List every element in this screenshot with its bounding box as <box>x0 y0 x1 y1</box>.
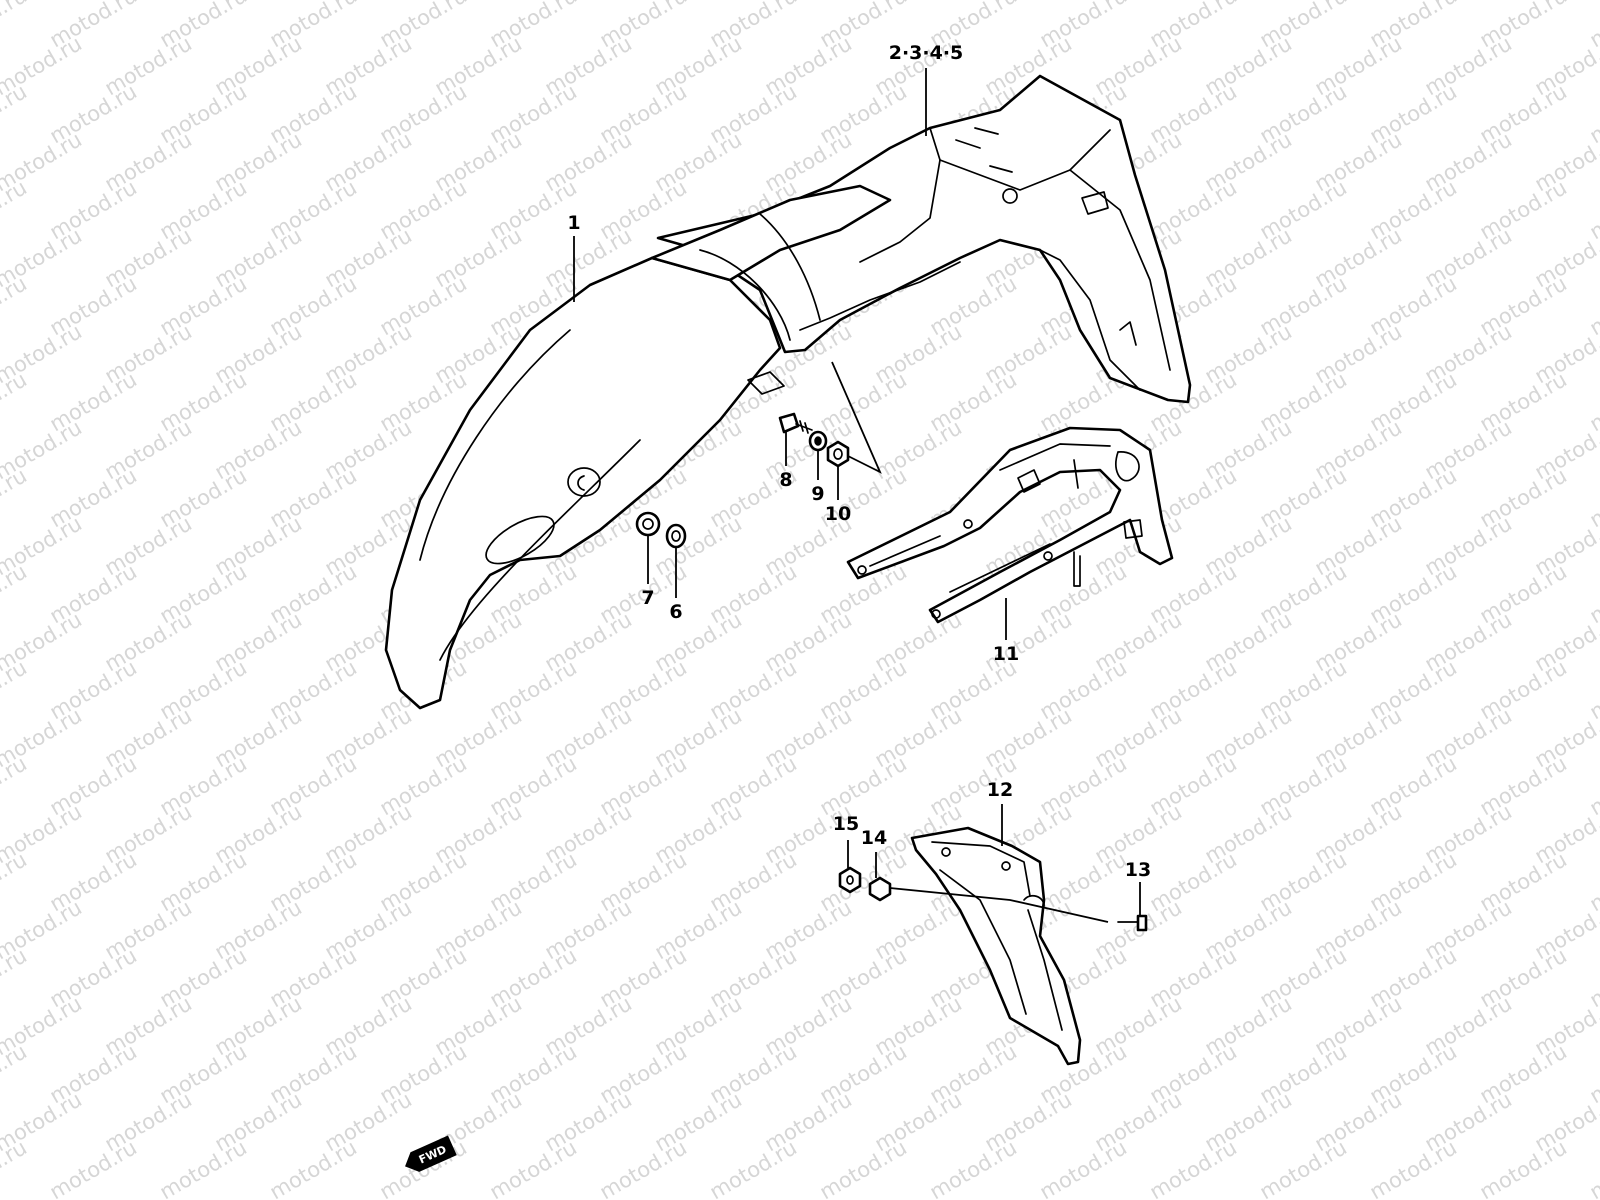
watermark-text: motod.ru <box>0 1135 31 1200</box>
callout-7: 7 <box>641 587 654 609</box>
watermark-text: motod.ru <box>0 271 31 340</box>
washer-part-6 <box>665 523 687 549</box>
watermark-text: motod.ru <box>46 1135 141 1200</box>
watermark-text: motod.ru <box>0 79 31 148</box>
callout-14: 14 <box>861 827 887 849</box>
watermark-text: motod.ru <box>706 1135 801 1200</box>
bolt-part-8 <box>778 412 813 434</box>
watermark-text: motod.ru <box>1586 1135 1600 1200</box>
forward-arrow-icon <box>405 1135 457 1172</box>
watermark-text: motod.ru <box>0 1039 31 1108</box>
watermark-text: motod.ru <box>1036 1135 1131 1200</box>
watermark-text: motod.ru <box>596 1135 691 1200</box>
watermark-text: motod.ru <box>926 1135 1021 1200</box>
callout-1: 1 <box>567 212 580 234</box>
callout-12: 12 <box>987 779 1013 801</box>
watermark-text: motod.ru <box>0 751 31 820</box>
callout-6: 6 <box>669 601 682 623</box>
watermark-text: motod.ru <box>486 1135 581 1200</box>
nut-part-14 <box>868 876 892 902</box>
bolt-part-13 <box>1117 914 1148 932</box>
callout-11: 11 <box>993 643 1019 665</box>
washer-part-9 <box>808 430 828 452</box>
watermark-text: motod.ru <box>0 559 31 628</box>
watermark-text: motod.ru <box>0 847 31 916</box>
watermark-text: motod.ru <box>156 1135 251 1200</box>
bracket-part-12 <box>910 826 1082 1066</box>
rear-fender-part-1 <box>384 74 1192 710</box>
callout-labels: 2·3·4·5 1 8 9 10 7 6 11 12 13 14 15 <box>567 42 1151 881</box>
cushion-part-7 <box>635 511 661 537</box>
watermark-text: motod.ru <box>0 175 31 244</box>
callout-8: 8 <box>779 469 792 491</box>
callout-2345: 2·3·4·5 <box>889 42 964 64</box>
watermark-text: motod.ru <box>1366 1135 1461 1200</box>
leader-lines <box>573 68 1141 923</box>
callout-10: 10 <box>825 503 851 525</box>
nut-part-15 <box>838 866 862 894</box>
watermark-text: motod.ru <box>0 367 31 436</box>
watermark-text: motod.ru <box>0 463 31 532</box>
watermark-text: motod.ru <box>1256 1135 1351 1200</box>
nut-part-10 <box>826 440 850 468</box>
callout-15: 15 <box>833 813 859 835</box>
watermark-text: motod.ru <box>266 1135 361 1200</box>
watermark-text: motod.ru <box>0 655 31 724</box>
fender-brace-part-11 <box>846 426 1174 624</box>
watermark-text: motod.ru <box>1146 1135 1241 1200</box>
fwd-direction-badge: FWD <box>405 1135 457 1172</box>
watermark-text: motod.ru <box>816 1135 911 1200</box>
watermark-text: motod.ru <box>1476 1135 1571 1200</box>
callout-13: 13 <box>1125 859 1151 881</box>
watermark-text: motod.ru <box>0 0 31 52</box>
callout-9: 9 <box>811 483 824 505</box>
watermark-text: motod.ru <box>0 943 31 1012</box>
